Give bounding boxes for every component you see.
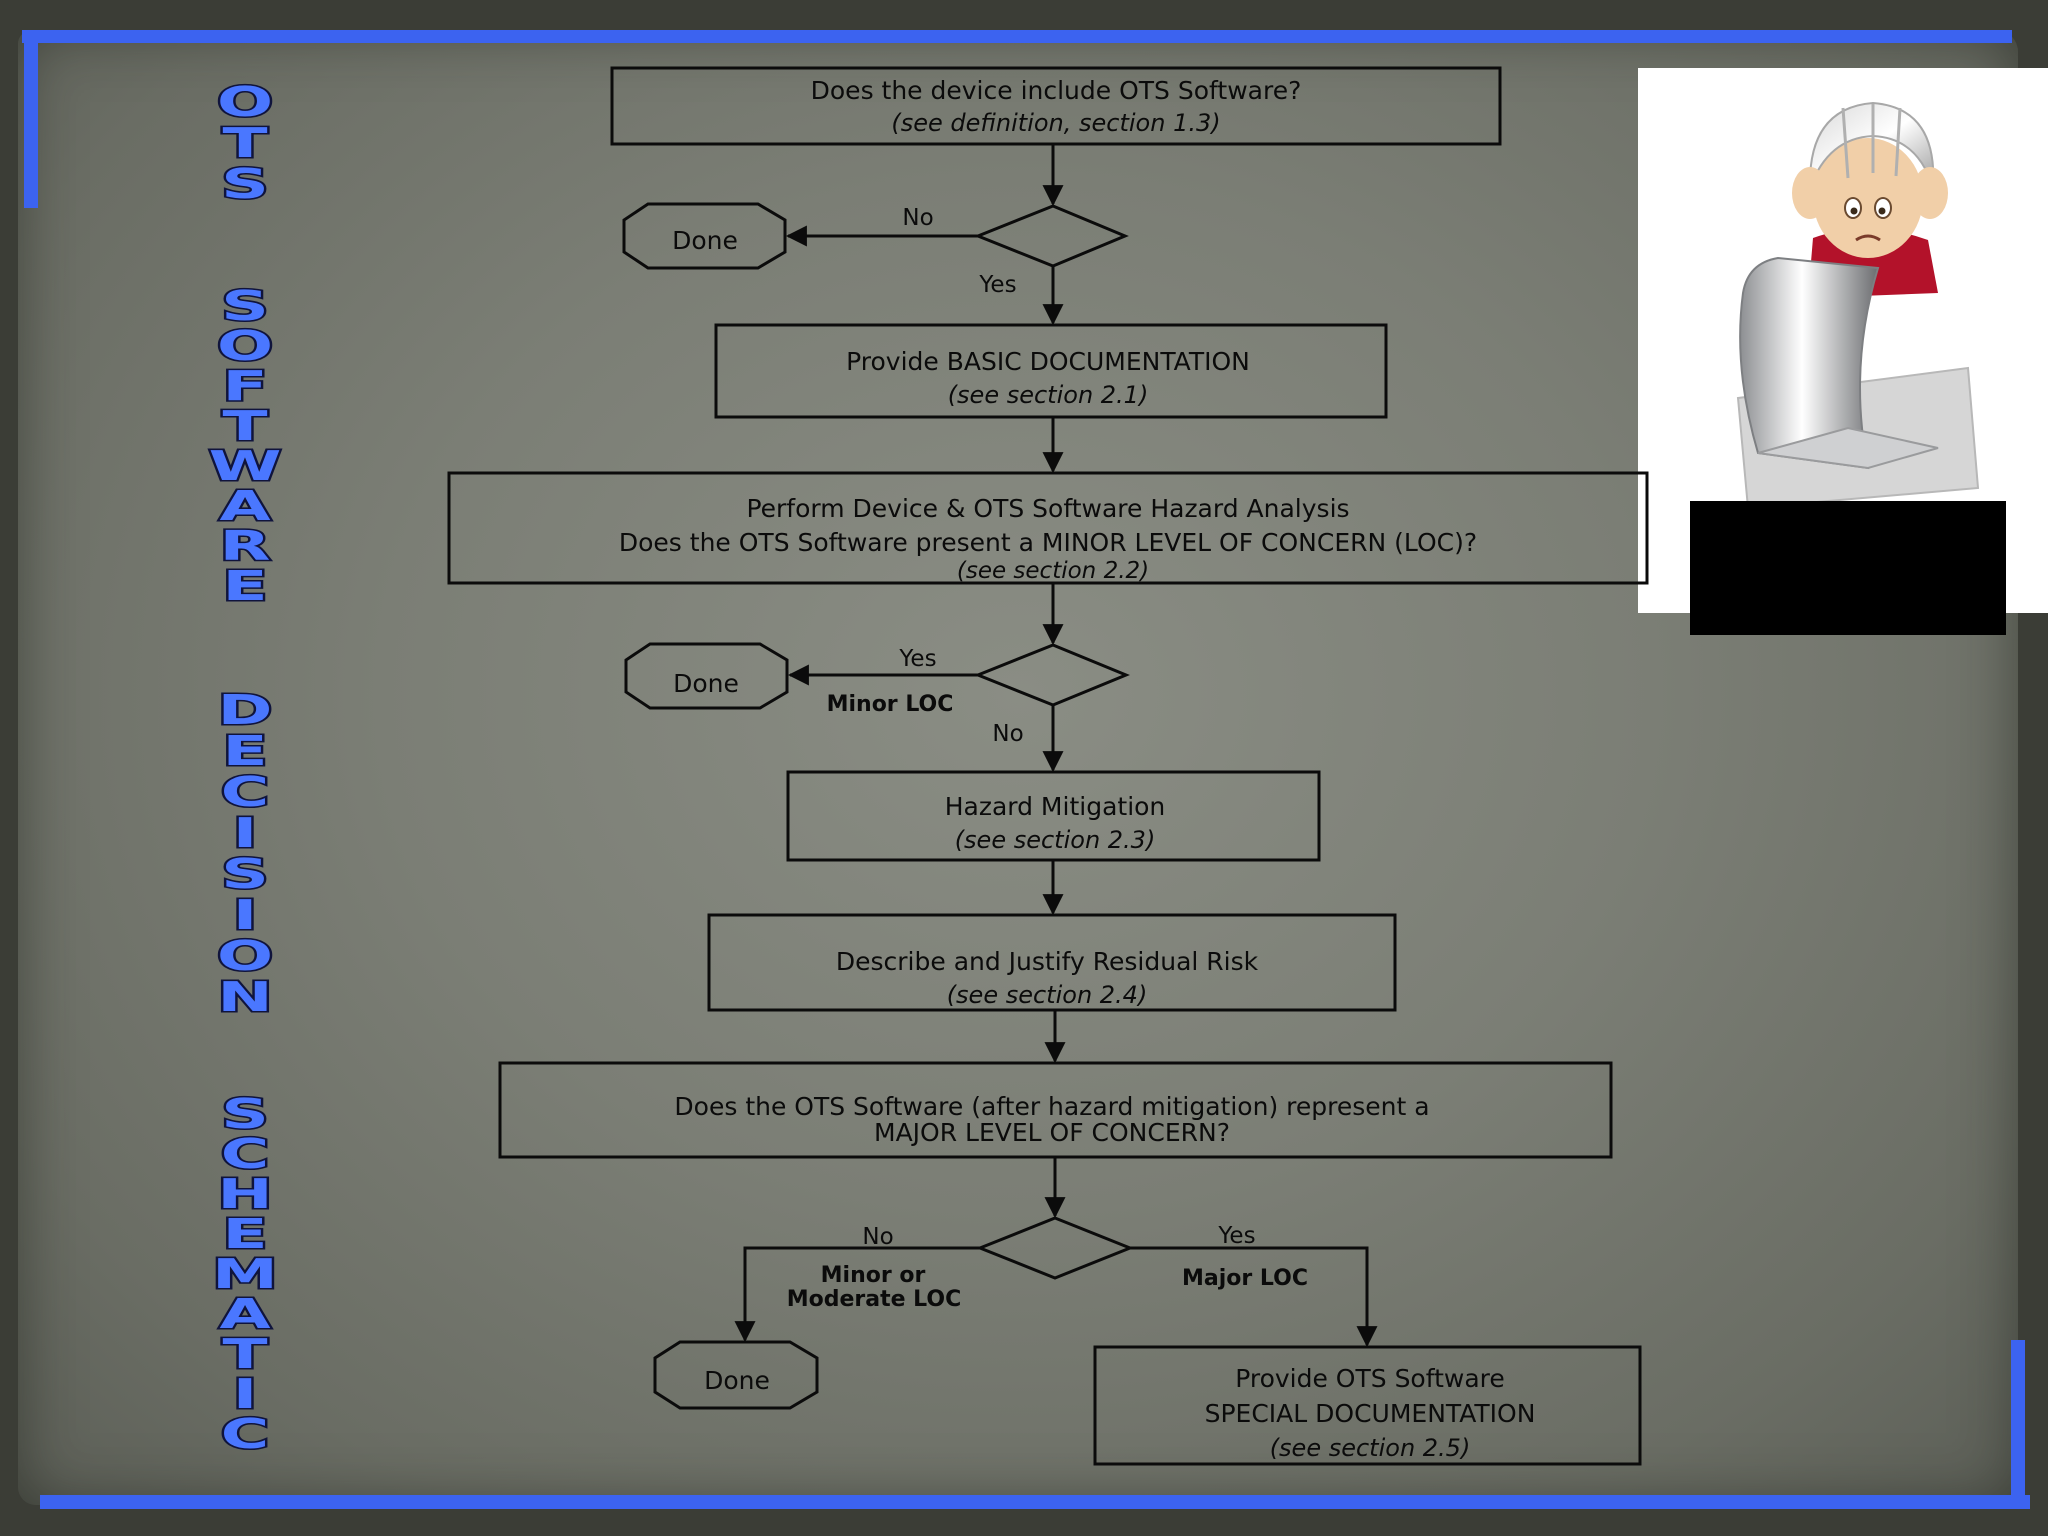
decision-diamond-2 bbox=[973, 643, 1130, 707]
title-letter: I bbox=[230, 891, 260, 940]
title-letter: T bbox=[220, 1330, 270, 1378]
residual-line2: (see section 2.4) bbox=[947, 981, 1148, 1009]
q3-line1: Does the OTS Software (after hazard miti… bbox=[674, 1092, 1429, 1121]
title-letter: T bbox=[220, 119, 270, 168]
decision-diamond-3 bbox=[975, 1216, 1135, 1280]
black-rectangle bbox=[1690, 501, 2006, 635]
hazard-line3: (see section 2.2) bbox=[957, 558, 1149, 584]
special-line1: Provide OTS Software bbox=[1235, 1364, 1505, 1393]
mitigation-line2: (see section 2.3) bbox=[955, 826, 1156, 854]
title-letter: O bbox=[214, 78, 275, 127]
title-letter: S bbox=[219, 1090, 272, 1139]
box-includes-ots bbox=[610, 66, 1502, 146]
title-letter: S bbox=[219, 160, 272, 209]
hazard-line1: Perform Device & OTS Software Hazard Ana… bbox=[746, 494, 1349, 523]
special-line3: (see section 2.5) bbox=[1270, 1434, 1471, 1462]
hazard-line2: Does the OTS Software present a MINOR LE… bbox=[619, 528, 1477, 557]
q1-line1: Does the device include OTS Software? bbox=[811, 76, 1302, 105]
d3-minor-label-2: Moderate LOC bbox=[787, 1287, 962, 1312]
title-letter: A bbox=[217, 1290, 273, 1338]
title-letter: E bbox=[220, 727, 270, 776]
d3-major-loc-label: Major LOC bbox=[1182, 1266, 1308, 1291]
d1-yes-label: Yes bbox=[978, 272, 1016, 298]
title-letter: R bbox=[217, 522, 273, 570]
title-letter: D bbox=[215, 686, 275, 735]
title-letter: S bbox=[219, 850, 272, 899]
done-2-label: Done bbox=[673, 669, 739, 698]
frame-line-top bbox=[22, 30, 2012, 43]
title-letter: O bbox=[214, 322, 275, 370]
connector bbox=[1130, 1246, 1378, 1348]
mitigation-line1: Hazard Mitigation bbox=[945, 792, 1166, 821]
frame-line-bottom bbox=[40, 1495, 2030, 1509]
title-letter: A bbox=[217, 482, 273, 530]
title-letter: I bbox=[230, 1369, 260, 1418]
connector bbox=[734, 1246, 980, 1343]
d3-no-label: No bbox=[862, 1224, 893, 1250]
title-letter: E bbox=[220, 561, 270, 610]
title-letter: T bbox=[220, 402, 270, 450]
title-letter: H bbox=[215, 1170, 275, 1218]
residual-line1: Describe and Justify Residual Risk bbox=[836, 947, 1259, 976]
d3-yes-label: Yes bbox=[1217, 1223, 1255, 1249]
q3-line2: MAJOR LEVEL OF CONCERN? bbox=[874, 1118, 1230, 1147]
d2-no-label: No bbox=[992, 721, 1023, 747]
title-letter: C bbox=[218, 768, 271, 817]
done-1-label: Done bbox=[672, 226, 738, 255]
d2-yes-label: Yes bbox=[898, 646, 936, 672]
decision-diamond-1 bbox=[973, 204, 1129, 268]
basic-line1: Provide BASIC DOCUMENTATION bbox=[846, 347, 1250, 376]
d1-no-label: No bbox=[902, 205, 933, 231]
done-terminal-2 bbox=[624, 642, 789, 710]
frame-line-right bbox=[2011, 1340, 2025, 1508]
basic-line2: (see section 2.1) bbox=[948, 381, 1149, 409]
title-letter: F bbox=[220, 362, 270, 410]
frustrated-computer-user-illustration bbox=[1736, 101, 1980, 510]
done-terminal-1 bbox=[622, 202, 787, 270]
title-letter: C bbox=[218, 1130, 271, 1178]
special-line2: SPECIAL DOCUMENTATION bbox=[1205, 1399, 1536, 1428]
d2-minor-loc-label: Minor LOC bbox=[827, 692, 954, 717]
d3-minor-label-1: Minor or bbox=[821, 1263, 926, 1288]
title-letter: C bbox=[218, 1409, 271, 1458]
q1-line2: (see definition, section 1.3) bbox=[891, 109, 1220, 137]
title-letter: E bbox=[220, 1210, 270, 1258]
title-letter: M bbox=[210, 1250, 281, 1298]
title-letter: N bbox=[215, 973, 275, 1022]
done-3-label: Done bbox=[704, 1366, 770, 1395]
done-terminal-3 bbox=[653, 1340, 819, 1410]
title-letter: I bbox=[230, 809, 260, 858]
title-letter: O bbox=[214, 932, 275, 981]
title-letter: W bbox=[206, 442, 284, 490]
title-letter: S bbox=[219, 282, 272, 331]
frame-line-left bbox=[24, 30, 38, 208]
